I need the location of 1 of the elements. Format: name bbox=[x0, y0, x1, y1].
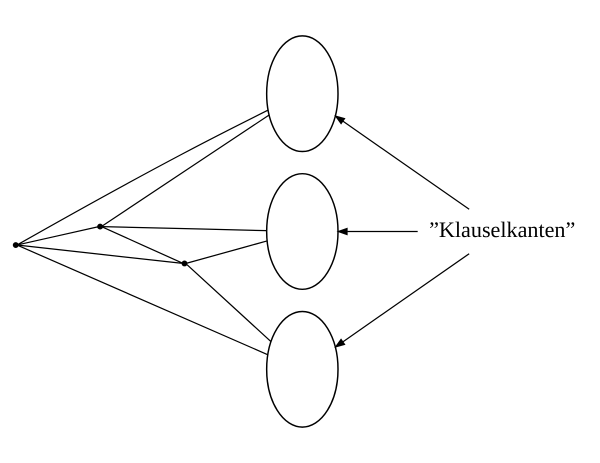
node-text: ”Klauselkanten” bbox=[429, 216, 576, 242]
